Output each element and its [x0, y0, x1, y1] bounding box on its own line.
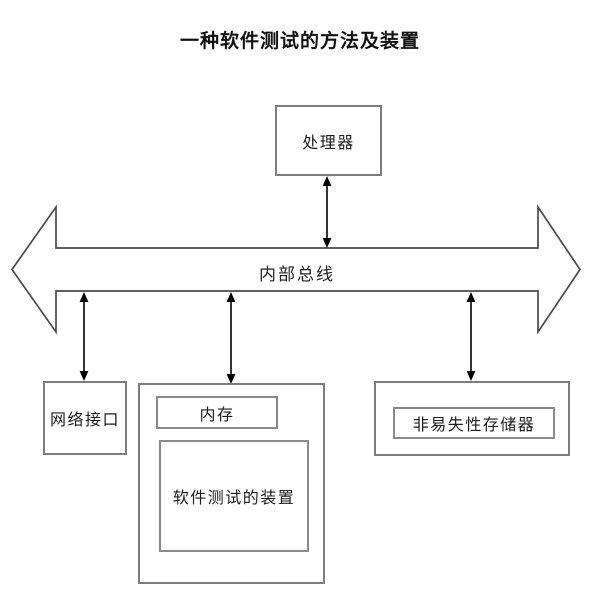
nonvolatile-memory-container-box: 非易失性存储器: [374, 381, 570, 456]
nonvolatile-memory-label: 非易失性存储器: [412, 417, 536, 434]
network-interface-box: 网络接口: [43, 381, 127, 455]
nonvolatile-memory-box: 非易失性存储器: [393, 407, 555, 439]
internal-bus-label: 内部总线: [259, 265, 335, 284]
processor-label: 处理器: [302, 134, 355, 152]
memory-container-box: 内存 软件测试的装置: [138, 383, 325, 584]
arrow-bus-nvm: [466, 292, 476, 381]
figure-title: 一种软件测试的方法及装置: [179, 31, 420, 52]
processor-box: 处理器: [275, 105, 382, 176]
memory-box: 内存: [156, 396, 278, 429]
arrow-bus-network-interface: [79, 292, 89, 381]
network-interface-label: 网络接口: [49, 412, 120, 429]
arrow-bus-memory: [226, 292, 236, 384]
arrow-processor-bus: [322, 176, 332, 248]
memory-label: 内存: [199, 406, 235, 424]
internal-bus-arrow: [10, 204, 582, 335]
software-testing-device-label: 软件测试的装置: [172, 490, 296, 507]
software-testing-device-box: 软件测试的装置: [159, 440, 309, 552]
